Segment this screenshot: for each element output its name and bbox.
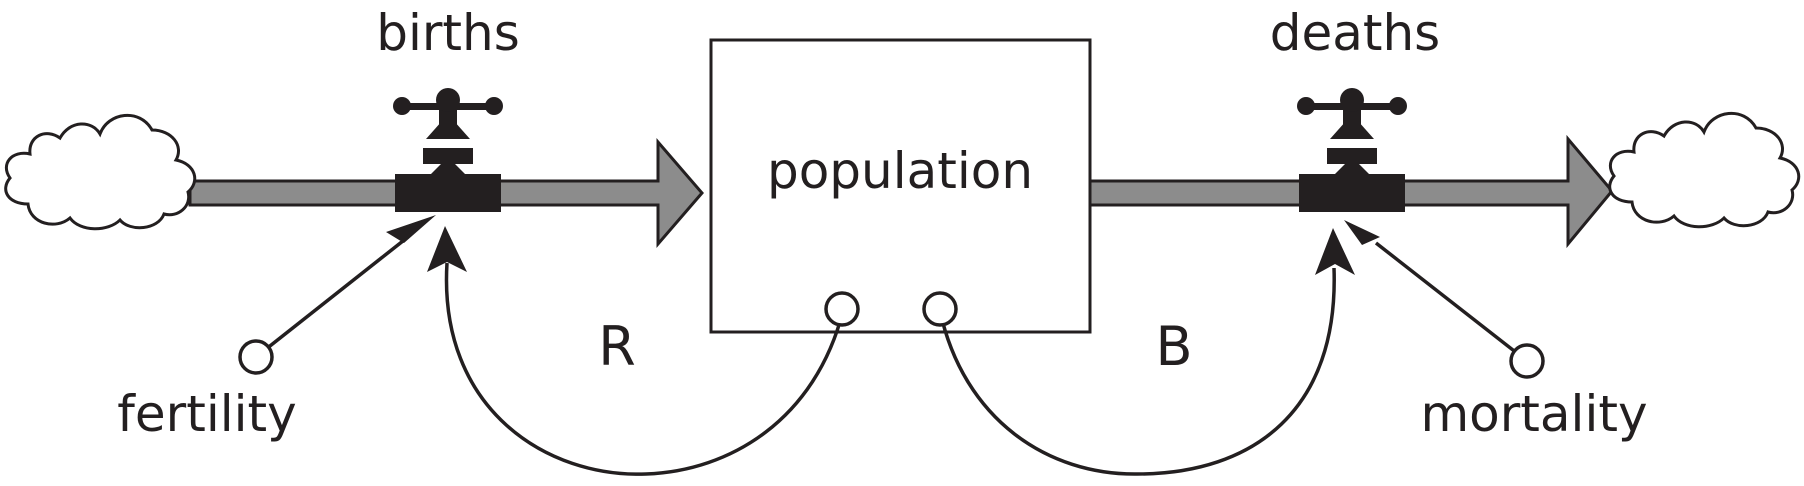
mortality-label: mortality <box>1420 385 1647 443</box>
valve-icon[interactable] <box>1297 88 1407 212</box>
arrowhead-icon <box>1315 228 1355 275</box>
cloud-sink-icon <box>1608 111 1801 229</box>
outflow-label: deaths <box>1270 4 1440 62</box>
stock-label: population <box>767 142 1033 200</box>
mortality-converter-circle[interactable] <box>1509 343 1545 379</box>
stock-box[interactable] <box>709 38 1092 334</box>
balancing-loop-arc <box>938 228 1355 476</box>
reinforcing-loop-arc <box>427 226 845 476</box>
arrowhead-icon <box>1344 220 1380 245</box>
balancing-loop-origin <box>922 291 958 327</box>
arrowhead-icon <box>386 215 436 243</box>
fertility-connector <box>254 215 436 359</box>
valve-icon[interactable] <box>393 88 503 212</box>
cloud-source-icon <box>4 113 197 231</box>
inflow-label: births <box>376 4 520 62</box>
arrowhead-icon <box>427 226 467 272</box>
mortality-connector <box>1344 220 1529 363</box>
balancing-loop-label: B <box>1155 315 1192 378</box>
reinforcing-loop-origin <box>824 291 860 327</box>
fertility-converter-circle[interactable] <box>238 339 274 375</box>
fertility-label: fertility <box>117 385 296 443</box>
reinforcing-loop-label: R <box>598 315 636 378</box>
